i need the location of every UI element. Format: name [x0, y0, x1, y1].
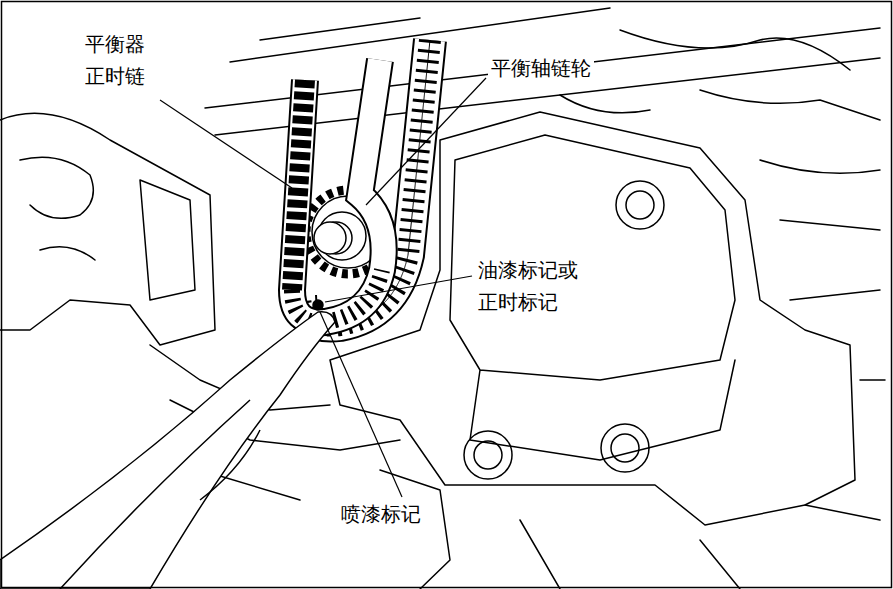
bolt-head — [626, 191, 654, 219]
bolt-head — [474, 441, 502, 469]
left-block — [0, 113, 215, 345]
leader-lines — [160, 78, 486, 497]
balancer-chain-inner — [292, 60, 384, 322]
leader-line — [160, 100, 292, 188]
part-label: 喷漆标记 — [338, 498, 424, 530]
bolt-boss — [601, 424, 649, 472]
bolt-head — [611, 434, 639, 462]
housing-inner — [450, 135, 735, 460]
leader-line — [325, 276, 472, 302]
balancer-chain — [292, 60, 384, 322]
balancer-chain-links — [292, 270, 382, 322]
part-label: 平衡轴链轮 — [488, 52, 594, 84]
balancer-chain-outer — [292, 60, 384, 322]
balancer-chain-hatch — [292, 80, 305, 290]
sprocket-bolt — [314, 222, 346, 254]
hand-outline — [0, 312, 335, 589]
bolt-boss — [464, 431, 512, 479]
part-label: 油漆标记或 正时标记 — [475, 254, 589, 318]
leader-line — [366, 78, 486, 205]
leader-line — [320, 312, 402, 497]
upper-detail — [560, 30, 880, 120]
bolt-boss — [616, 181, 664, 229]
left-detail — [20, 157, 195, 300]
engine-outline — [0, 8, 885, 589]
finger-line — [60, 400, 260, 589]
sprocket-front — [313, 222, 346, 310]
hand — [0, 312, 335, 589]
part-label: 平衡器 正时链 — [82, 28, 156, 92]
paint-mark — [313, 300, 323, 310]
right-detail — [520, 160, 885, 589]
